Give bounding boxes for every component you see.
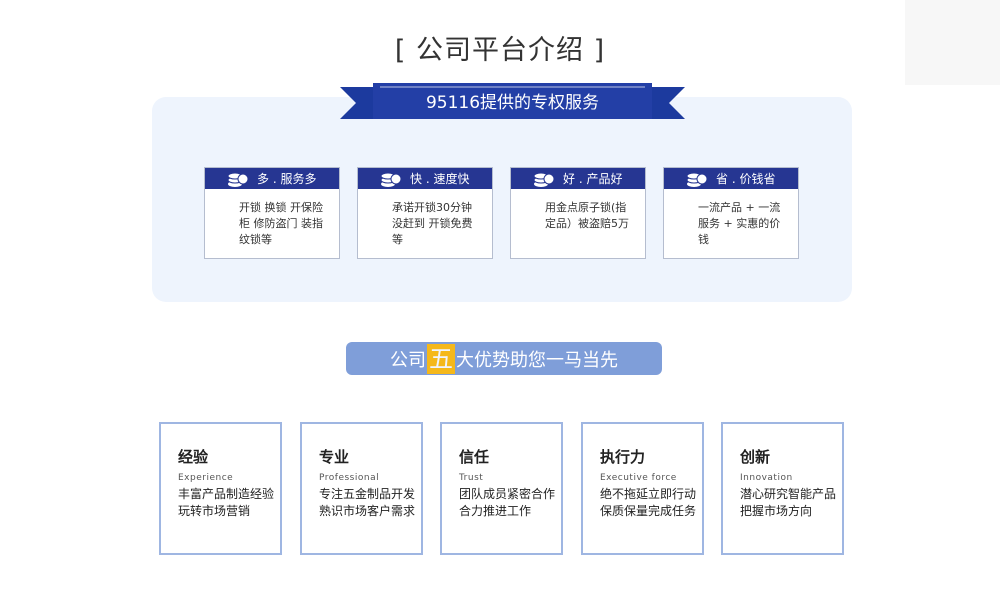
privilege-card-header: 省 . 价钱省 (664, 168, 798, 189)
privilege-card-text: 用金点原子锁(指定品）被盗赔5万 (545, 201, 629, 230)
feature-description: 专注五金制品开发熟识市场客户需求 (319, 487, 416, 518)
privilege-card-title: 多 . 服务多 (257, 172, 317, 186)
privilege-card-title: 好 . 产品好 (563, 172, 623, 186)
coin-stack-icon (227, 172, 249, 187)
feature-description: 潜心研究智能产品把握市场方向 (740, 487, 837, 518)
privilege-card-text: 承诺开锁30分钟没赶到 开锁免费等 (392, 201, 473, 246)
feature-execution: 执行力 Executive force 绝不拖延立即行动保质保量完成任务 (581, 422, 704, 555)
feature-experience: 经验 Experience 丰富产品制造经验玩转市场营销 (159, 422, 282, 555)
coin-stack-icon (686, 172, 708, 187)
banner-highlight: 五 (427, 343, 455, 374)
privilege-card-fast: 快 . 速度快 承诺开锁30分钟没赶到 开锁免费等 (357, 167, 493, 259)
feature-subtitle: Innovation (740, 473, 793, 483)
coin-stack-icon (533, 172, 555, 187)
privilege-card-good: 好 . 产品好 用金点原子锁(指定品）被盗赔5万 (510, 167, 646, 259)
feature-subtitle: Executive force (600, 473, 677, 483)
privilege-card-header: 快 . 速度快 (358, 168, 492, 189)
feature-subtitle: Experience (178, 473, 234, 483)
privilege-card-text: 一流产品 + 一流服务 + 实惠的价钱 (698, 201, 781, 246)
feature-description: 丰富产品制造经验玩转市场营销 (178, 487, 275, 518)
background-strip (905, 0, 1000, 85)
feature-innovation: 创新 Innovation 潜心研究智能产品把握市场方向 (721, 422, 844, 555)
privilege-card-header: 多 . 服务多 (205, 168, 339, 189)
feature-title: 专业 (319, 448, 350, 466)
page-title: [ 公司平台介绍 ] (394, 35, 606, 66)
advantages-banner: 公司 五 大优势助您一马当先 (346, 342, 662, 375)
coin-stack-icon (380, 172, 402, 187)
feature-description: 团队成员紧密合作合力推进工作 (459, 487, 556, 518)
feature-trust: 信任 Trust 团队成员紧密合作合力推进工作 (440, 422, 563, 555)
feature-subtitle: Professional (319, 473, 380, 483)
feature-title: 信任 (459, 448, 490, 466)
privilege-ribbon: 95116提供的专权服务 (340, 83, 685, 123)
feature-title: 创新 (740, 448, 771, 466)
ribbon-label: 95116提供的专权服务 (425, 93, 600, 113)
privilege-card-save: 省 . 价钱省 一流产品 + 一流服务 + 实惠的价钱 (663, 167, 799, 259)
feature-title: 执行力 (600, 448, 646, 466)
privilege-card-title: 快 . 速度快 (410, 172, 470, 186)
privilege-card-text: 开锁 换锁 开保险柜 修防盗门 装指纹锁等 (239, 201, 323, 246)
banner-prefix: 公司 (390, 349, 426, 371)
privilege-card-header: 好 . 产品好 (511, 168, 645, 189)
feature-subtitle: Trust (459, 473, 484, 483)
banner-suffix: 大优势助您一马当先 (456, 349, 618, 371)
feature-title: 经验 (178, 448, 209, 466)
ribbon-shape (340, 83, 685, 119)
privilege-card-many: 多 . 服务多 开锁 换锁 开保险柜 修防盗门 装指纹锁等 (204, 167, 340, 259)
feature-description: 绝不拖延立即行动保质保量完成任务 (600, 487, 697, 518)
privilege-card-title: 省 . 价钱省 (716, 172, 776, 186)
feature-professional: 专业 Professional 专注五金制品开发熟识市场客户需求 (300, 422, 423, 555)
